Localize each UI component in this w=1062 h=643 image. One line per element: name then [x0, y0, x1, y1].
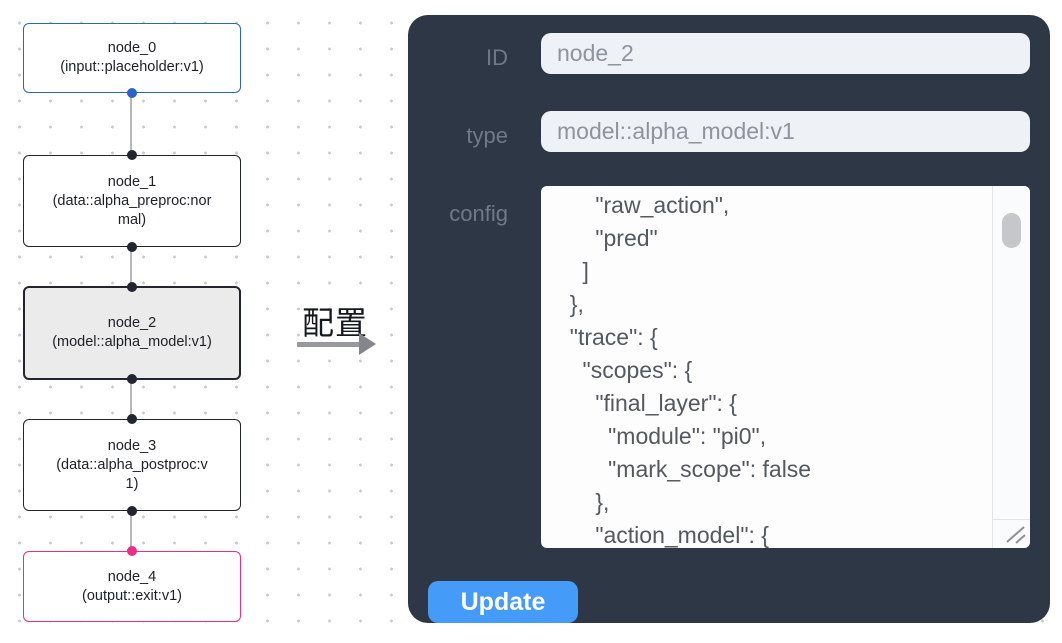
- source-handle-icon[interactable]: [127, 374, 137, 384]
- config-field-label: config: [449, 201, 508, 226]
- config-textarea[interactable]: "raw_action", "pred" ] }, "trace": { "sc…: [541, 186, 1030, 548]
- source-handle-icon[interactable]: [127, 242, 137, 252]
- source-handle-icon[interactable]: [127, 88, 137, 98]
- id-field-label: ID: [486, 45, 508, 70]
- target-handle-icon[interactable]: [127, 150, 137, 160]
- node-config-panel: ID type config "raw_action", "pred" ] },…: [408, 15, 1050, 623]
- flow-node-node_0[interactable]: node_0 (input::placeholder:v1): [23, 23, 241, 98]
- config-scrollbar-track[interactable]: [992, 186, 1030, 519]
- id-input[interactable]: [541, 33, 1030, 74]
- flow-node-node_2-selected[interactable]: node_2 (model::alpha_model:v1): [23, 282, 241, 384]
- node-title: node_4: [107, 568, 157, 585]
- node-title: node_0: [107, 40, 157, 56]
- node-title: node_2: [107, 315, 157, 331]
- node-title: node_3: [107, 437, 157, 454]
- target-handle-icon[interactable]: [127, 546, 137, 556]
- node-subtitle: (output::exit:v1): [82, 587, 182, 604]
- config-scrollbar-corner: [992, 519, 1030, 548]
- config-scrollbar-thumb[interactable]: [1002, 213, 1021, 248]
- right-arrow-icon: [297, 342, 360, 347]
- node-title: node_1: [107, 173, 157, 190]
- update-button[interactable]: Update: [428, 581, 578, 623]
- source-handle-icon[interactable]: [127, 506, 137, 516]
- target-handle-icon[interactable]: [127, 414, 137, 424]
- type-input[interactable]: [541, 111, 1030, 152]
- config-json-text: "raw_action", "pred" ] }, "trace": { "sc…: [569, 192, 812, 548]
- config-annotation-label: 配置: [302, 305, 369, 341]
- flow-node-node_1[interactable]: node_1 (data::alpha_preproc:normal): [23, 150, 241, 252]
- edge-node3-node4: [130, 509, 132, 553]
- node-subtitle: (data::alpha_postproc:v1): [56, 456, 208, 492]
- type-field-label: type: [466, 123, 508, 148]
- node-subtitle: (model::alpha_model:v1): [52, 334, 212, 350]
- flow-node-node_4[interactable]: node_4 (output::exit:v1): [23, 546, 241, 622]
- target-handle-icon[interactable]: [127, 282, 137, 292]
- node-subtitle: (data::alpha_preproc:normal): [52, 192, 212, 228]
- edge-node2-node3: [130, 378, 132, 421]
- node-subtitle: (input::placeholder:v1): [60, 59, 204, 75]
- resize-grip-icon[interactable]: [1003, 524, 1027, 544]
- edge-node1-node2: [130, 246, 132, 288]
- flow-node-node_3[interactable]: node_3 (data::alpha_postproc:v1): [23, 414, 241, 516]
- edge-node0-node1: [130, 93, 132, 157]
- right-arrow-head-icon: [359, 333, 376, 355]
